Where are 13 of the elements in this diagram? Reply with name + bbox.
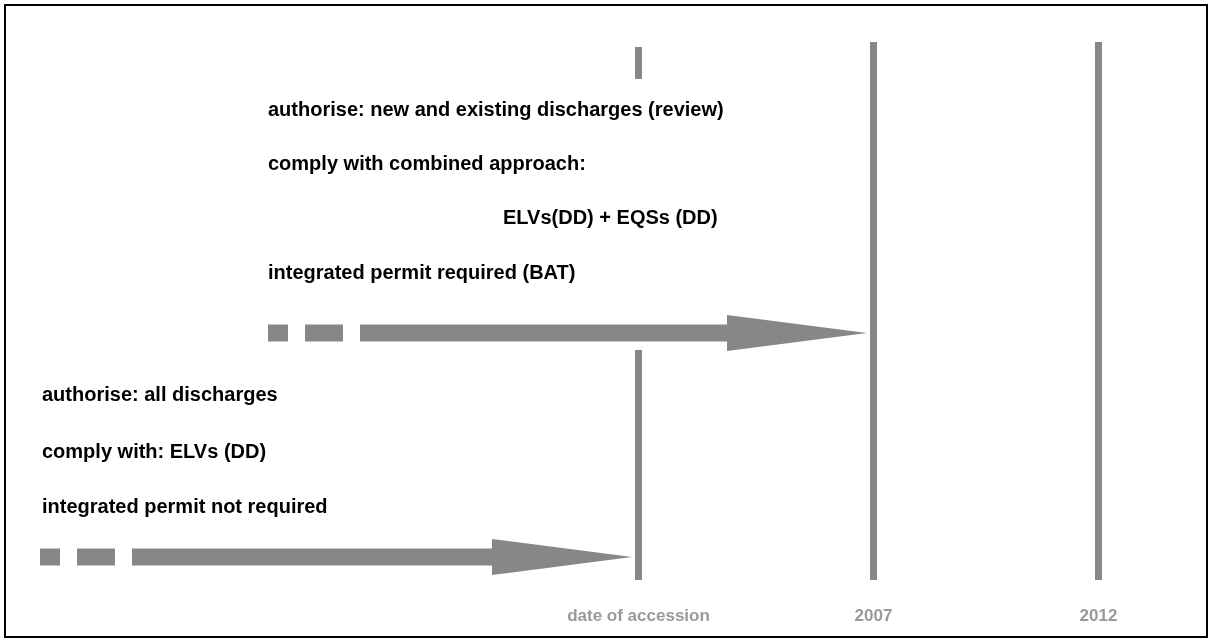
timeline-bar xyxy=(635,350,642,580)
timeline-bar xyxy=(870,42,877,580)
timeline-label: date of accession xyxy=(567,606,710,626)
timeline-label: 2012 xyxy=(1079,606,1118,626)
note-text: ELVs(DD) + EQSs (DD) xyxy=(503,205,718,229)
note-text: integrated permit required (BAT) xyxy=(268,260,576,284)
note-text: integrated permit not required xyxy=(42,494,328,518)
note-text: authorise: all discharges xyxy=(42,382,278,406)
note-text: authorise: new and existing discharges (review) xyxy=(268,97,724,121)
note-text: comply with combined approach: xyxy=(268,151,586,175)
timeline-label: 2007 xyxy=(854,606,893,626)
timeline-bar xyxy=(1095,42,1102,580)
note-text: comply with: ELVs (DD) xyxy=(42,439,267,463)
